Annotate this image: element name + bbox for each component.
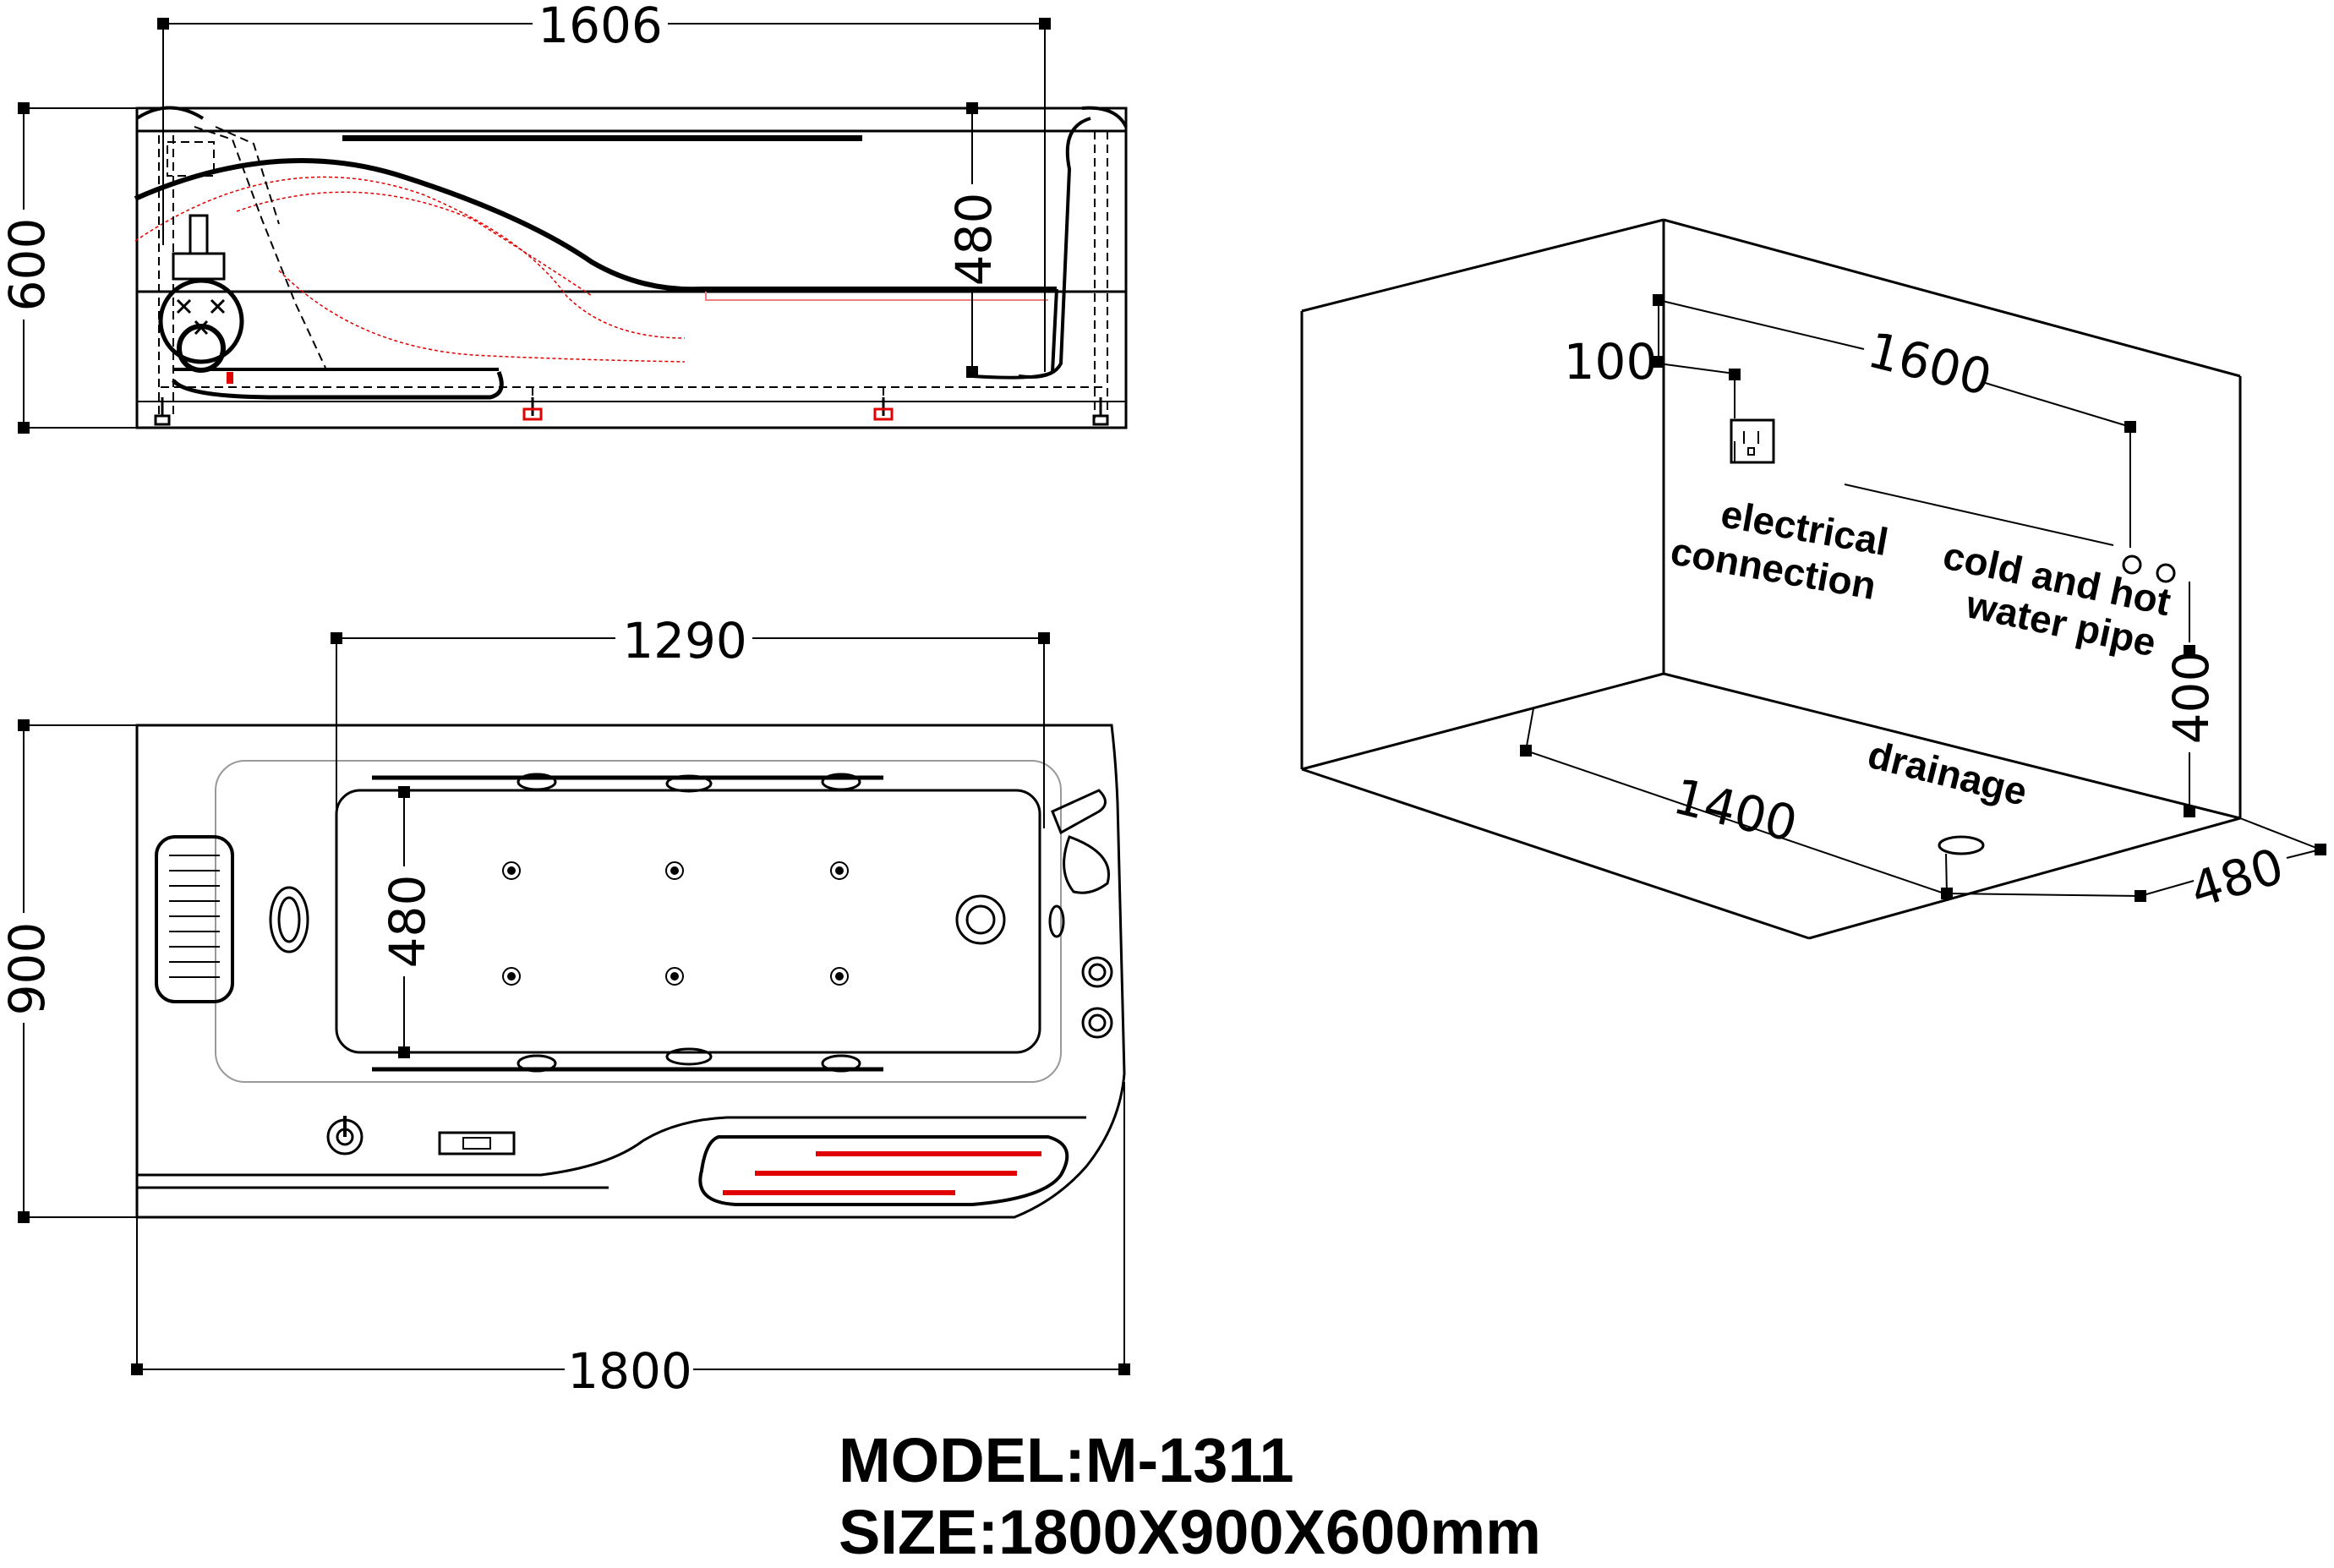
top-width-dim: 900 [0,922,56,1016]
top-view [23,637,1126,1370]
top-inner-length-dim: 1290 [622,612,747,669]
model-title: MODEL:M-1311 [839,1425,1294,1495]
top-inner-width-dim: 480 [379,875,436,969]
side-height-dim: 600 [0,218,56,312]
install-drain-dim: 1400 [1668,768,1803,854]
top-view-markers [18,632,1130,1375]
side-length-dim: 1606 [538,0,663,54]
side-view [23,23,1128,429]
install-span-dim: 1600 [1862,321,1998,407]
install-offset-dim: 100 [1564,333,1658,391]
top-length-dim: 1800 [567,1342,692,1400]
install-diagram [1300,218,2321,940]
install-depth-dim: 480 [2184,837,2290,919]
size-title: SIZE:1800X900X600mm [839,1497,1541,1567]
side-depth-dim: 480 [945,193,1003,287]
install-height-dim: 400 [2162,651,2220,745]
